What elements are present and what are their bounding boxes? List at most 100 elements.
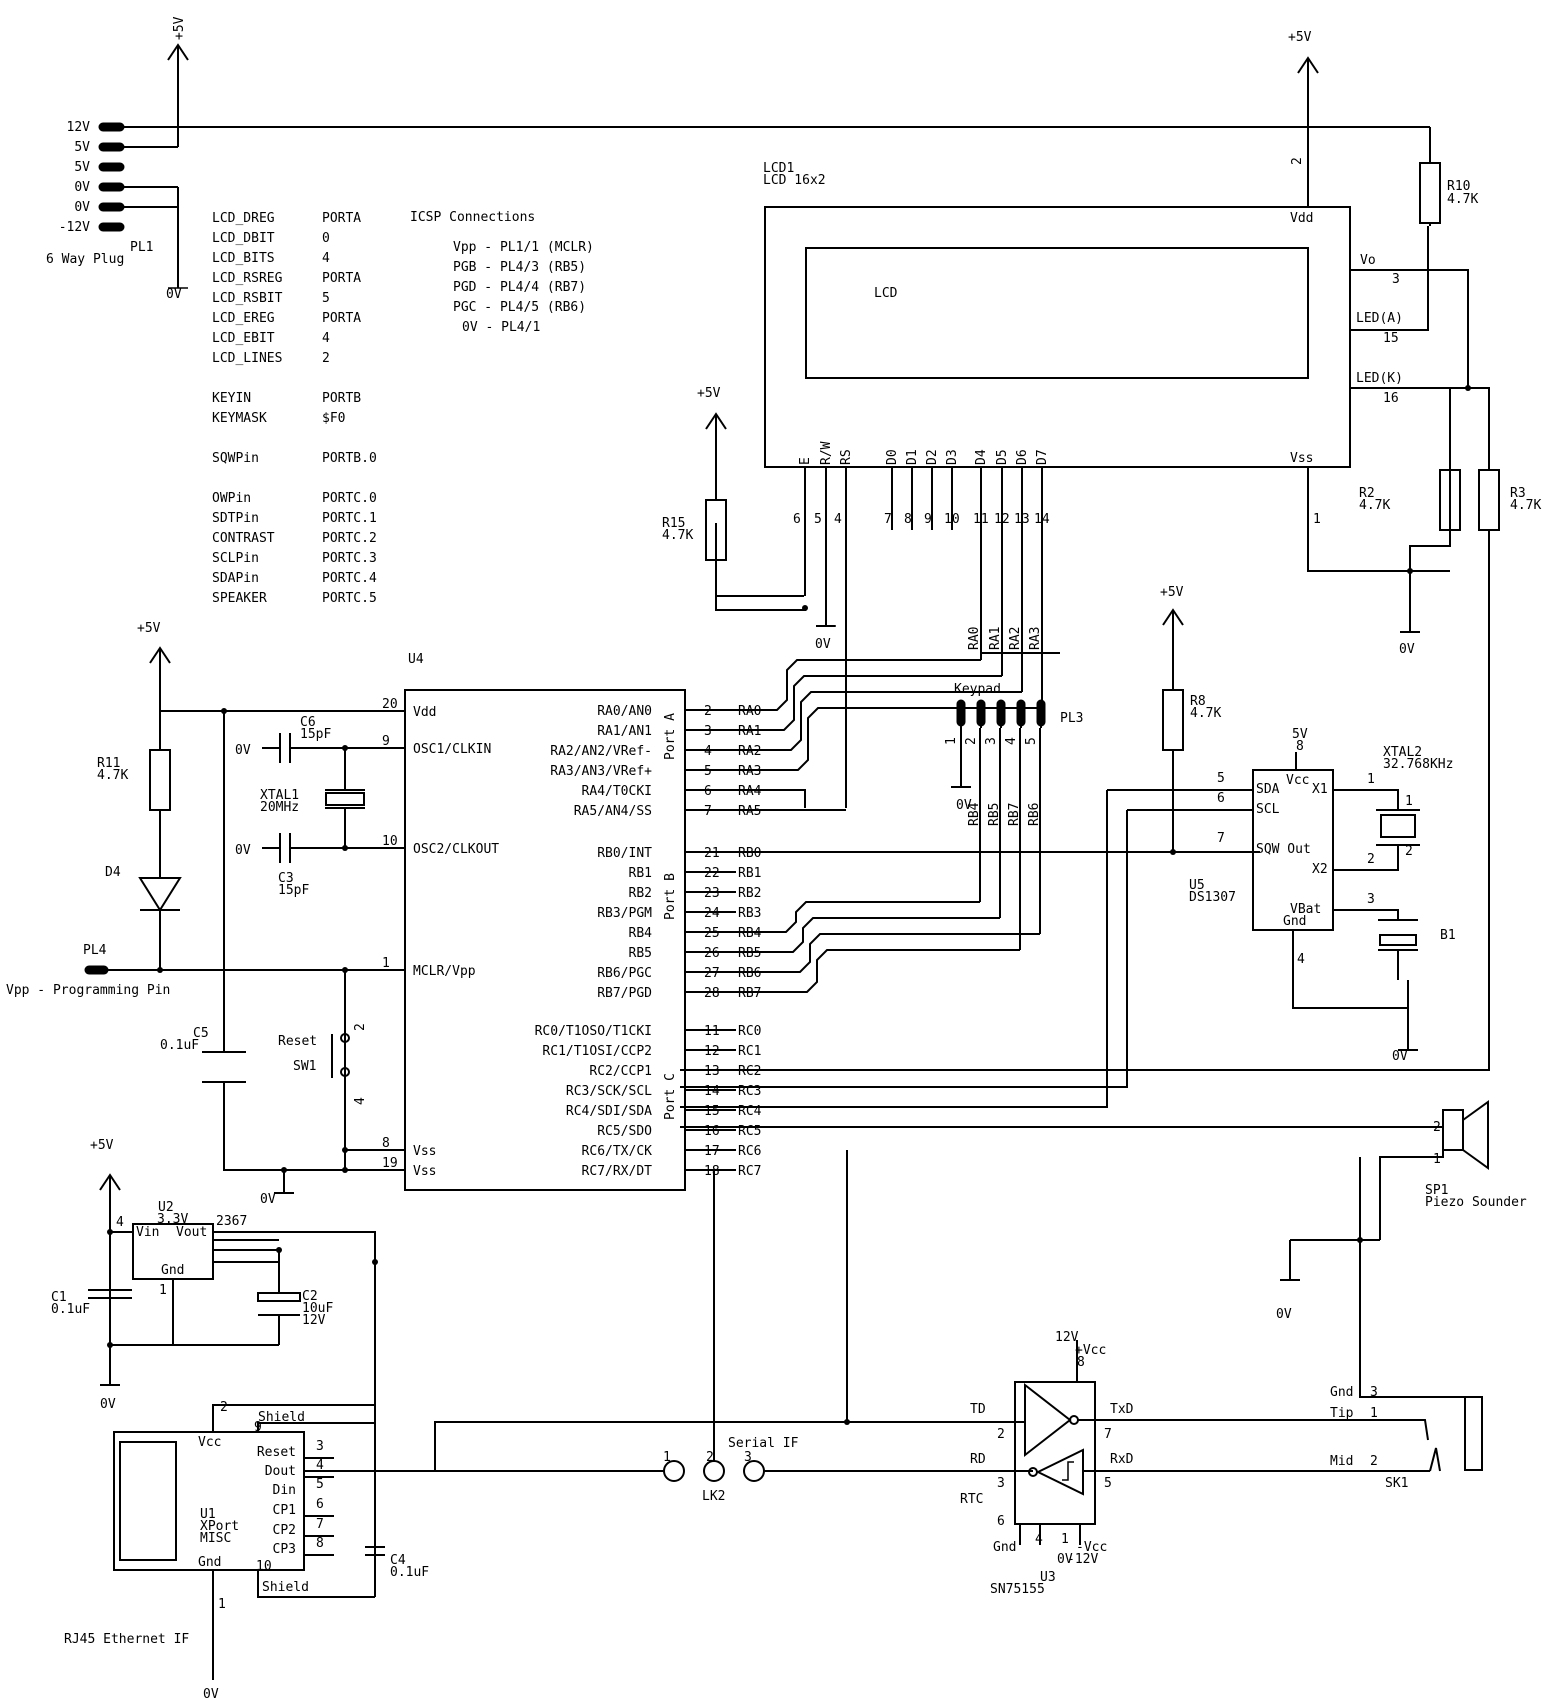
u4-pin-name: RC0/T1OSO/T1CKI [535, 1024, 652, 1039]
u4-pin-num: 24 [704, 906, 720, 921]
lcd-nets: 0V [715, 467, 1060, 808]
r2-value: 4.7K [1359, 498, 1390, 513]
u4-pin-num: 12 [704, 1044, 720, 1059]
u3-txd-label: TxD [1110, 1402, 1134, 1417]
c3-ref: C3 [278, 871, 294, 886]
config-key: SDAPin [212, 571, 259, 586]
config-key: LCD_RSBIT [212, 291, 283, 306]
sw1-ref: SW1 [293, 1059, 316, 1074]
u5-sda-label: SDA [1256, 782, 1280, 797]
u4-pin-num: 26 [704, 946, 720, 961]
u2-supply-label: +5V [90, 1138, 114, 1153]
lcd-vdd-label: Vdd [1290, 211, 1313, 226]
lk2-ref: LK2 [702, 1489, 725, 1504]
u4-pin-name: Vss [413, 1164, 436, 1179]
u4-pin-num: 28 [704, 986, 720, 1001]
u5-vbat-pin: 3 [1367, 892, 1375, 907]
r15: +5V R15 4.7K [662, 386, 806, 611]
u4-pin-name: OSC2/CLKOUT [413, 842, 499, 857]
lcd-pin-num: 5 [814, 512, 822, 527]
c2-ref: C2 [302, 1289, 318, 1304]
lk2-pin-3: 3 [744, 1450, 752, 1465]
keypad-pin-num: 4 [1004, 737, 1019, 745]
u2-ground-label: 0V [100, 1397, 116, 1412]
u4-pin-num: 11 [704, 1024, 720, 1039]
u4-pin-num: 18 [704, 1164, 720, 1179]
lcd-pin-num: 8 [904, 512, 912, 527]
u2-vin-label: Vin [136, 1225, 159, 1240]
sk1-ref: SK1 [1385, 1476, 1408, 1491]
lcd-vdd-supply-label: +5V [1288, 30, 1312, 45]
pl4-ref: PL4 [83, 943, 107, 958]
config-value: 4 [322, 251, 330, 266]
u4-left-pins: Vdd20OSC1/CLKIN9OSC2/CLKOUT10MCLR/Vpp1Vs… [382, 697, 499, 1179]
lcd-body [764, 206, 1351, 468]
config-key: LCD_EBIT [212, 331, 275, 346]
r8-supply-label: +5V [1160, 585, 1184, 600]
config-key: LCD_DREG [212, 211, 275, 226]
config-key: LCD_DBIT [212, 231, 275, 246]
config-value: PORTC.3 [322, 551, 377, 566]
u1-vcc-pin: 2 [220, 1400, 228, 1415]
lcd-rw-ground-label: 0V [815, 637, 831, 652]
lcd-vo-label: Vo [1360, 253, 1376, 268]
u1-ground-label: 0V [203, 1687, 219, 1698]
u4-pin-num: 21 [704, 846, 720, 861]
u4-net-label: RC6 [738, 1144, 761, 1159]
lcd-leda-label: LED(A) [1356, 311, 1403, 326]
xtal2: XTAL2 32.768KHz 1 2 [1376, 745, 1453, 860]
u1-pin-num: 6 [316, 1497, 324, 1512]
u4-pin-name: RB3/PGM [597, 906, 652, 921]
u4-pin-name: RC4/SDI/SDA [566, 1104, 652, 1119]
u4-pin-name: RC5/SDO [597, 1124, 652, 1139]
u4-pin-name: Vss [413, 1144, 436, 1159]
lcd-pin-name: D2 [925, 449, 940, 465]
sw1-pin-4: 4 [353, 1097, 368, 1105]
u4-pin-name: RA4/T0CKI [582, 784, 652, 799]
config-key: OWPin [212, 491, 251, 506]
u4-pin-num: 4 [704, 744, 712, 759]
u4-port-c-label: Port C [663, 1073, 678, 1120]
u1-pin-num: 4 [316, 1458, 324, 1473]
keypad-label: Keypad [954, 682, 1001, 697]
u4-pin-num: 17 [704, 1144, 720, 1159]
u4: U4 [404, 652, 686, 1191]
lk2-pin-2: 2 [706, 1450, 714, 1465]
pl1-pin-minus12v: -12V [59, 220, 90, 235]
u3-rd-label: RD [970, 1452, 986, 1467]
u3-sn75155: 12V +Vcc 8 TD 2 RD 3 RTC 6 TxD 7 RxD 5 G… [960, 1330, 1430, 1597]
lcd-ground-label: 0V [1399, 642, 1415, 657]
u2-gnd-pin: 1 [159, 1283, 167, 1298]
config-key: SDTPin [212, 511, 259, 526]
u4-pin-num: 10 [382, 834, 398, 849]
u4-pin-num: 27 [704, 966, 720, 981]
junctions [107, 385, 1471, 1425]
u1-body [113, 1431, 305, 1571]
u3-body [1014, 1381, 1096, 1525]
config-key: SQWPin [212, 451, 259, 466]
keypad-pin-num: 1 [944, 737, 959, 745]
sw1[interactable]: Reset SW1 2 4 [278, 970, 368, 1150]
u2-regulator: U2 3.3V 2367 Vin Vout Gnd 4 1 +5V 0V [90, 1138, 376, 1590]
u5-ground-label: 0V [1392, 1049, 1408, 1064]
config-value: PORTC.1 [322, 511, 377, 526]
lcd-value: LCD 16x2 [763, 173, 826, 188]
u3-rxd-label: RxD [1110, 1452, 1134, 1467]
u4-pin-name: RB2 [629, 886, 652, 901]
pl1-supply-label: +5V [172, 16, 187, 40]
config-value: PORTA [322, 311, 361, 326]
lcd-pin-name: E [798, 457, 813, 465]
u1-shield-bot-label: Shield [262, 1580, 309, 1595]
lk2-label: Serial IF [728, 1436, 799, 1451]
config-key: SPEAKER [212, 591, 267, 606]
xtal1-value: 20MHz [260, 800, 299, 815]
u4-net-label: RA0 [738, 704, 761, 719]
r2-ref: R2 [1359, 486, 1375, 501]
u4-pin-name: RC1/T1OSI/CCP2 [542, 1044, 652, 1059]
lcd-vss-label: Vss [1290, 451, 1313, 466]
config-value: PORTA [322, 271, 361, 286]
u5-sda-pin: 5 [1217, 771, 1225, 786]
u1-pin-num: 3 [316, 1439, 324, 1454]
